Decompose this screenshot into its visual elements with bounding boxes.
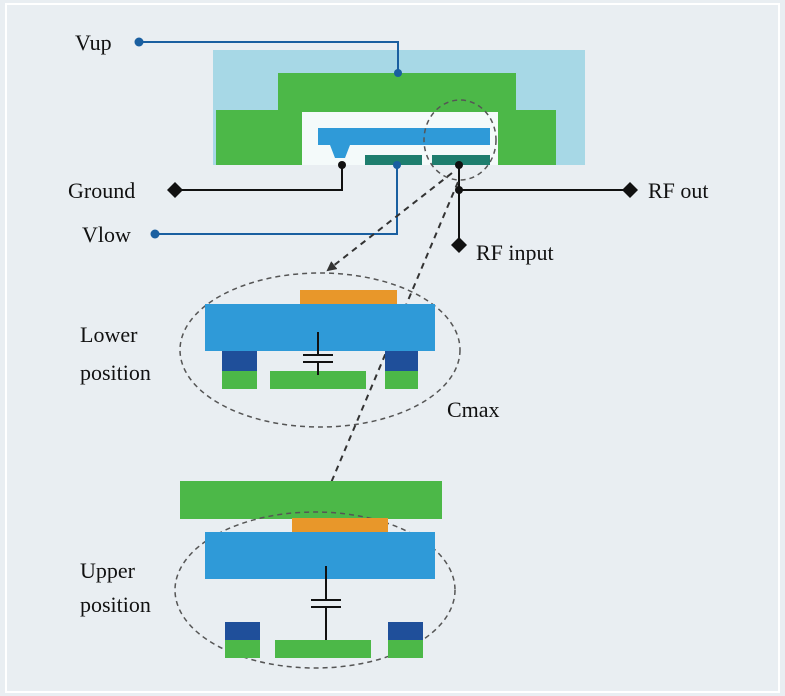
ground-terminal-diamond [167,182,183,198]
lower-bottom-electrode [270,371,366,389]
zoom-circle [423,99,497,181]
upper-left-anchor-top [225,622,260,640]
upper-right-anchor-bottom [388,640,423,658]
ground-junction-dot [338,161,346,169]
cmax-label: Cmax [447,397,500,422]
movable-membrane [318,128,490,158]
vup-terminal-dot [134,37,144,47]
upper-contact-pad [292,518,388,532]
arrow-to-lower-position [326,172,453,272]
lower-right-anchor-bottom [385,371,418,389]
panel-border [5,3,780,693]
upper-top-electrode [180,481,442,519]
upper-position-label-line1: Upper [80,558,136,583]
bottom-electrode-vlow [365,155,422,165]
lower-left-anchor-top [222,351,257,371]
top-electrode-vup [216,73,556,165]
rf-input-terminal-diamond [451,237,467,253]
upper-capacitor-symbol [311,566,341,640]
ground-label: Ground [68,178,135,203]
rf-wires [451,161,638,253]
upper-position-ellipse [174,511,456,669]
upper-left-anchor-bottom [225,640,260,658]
lower-position-label-line1: Lower [80,322,138,347]
vup-label: Vup [75,30,112,55]
rf-out-terminal-diamond [622,182,638,198]
vup-wire [134,37,402,77]
lower-right-anchor-top [385,351,418,371]
vup-junction-dot [394,69,402,77]
lower-capacitor-symbol [303,332,333,375]
lower-position-view [179,272,461,428]
lower-membrane [205,304,435,351]
upper-position-label-line2: position [80,592,151,617]
rf-line-contact [432,155,490,165]
rf-input-label: RF input [476,240,554,265]
upper-membrane [205,532,435,579]
rf-out-label: RF out [648,178,709,203]
vlow-junction-dot [393,161,401,169]
vlow-label: Vlow [82,222,131,247]
upper-bottom-electrode [275,640,371,658]
lower-left-anchor-bottom [222,371,257,389]
ground-wire [167,161,346,198]
upper-position-view [174,481,456,669]
vlow-terminal-dot [150,229,160,239]
lower-contact-pad [300,290,397,304]
upper-right-anchor-top [388,622,423,640]
rf-contact-dot [455,161,463,169]
vlow-wire [150,161,401,239]
rf-junction-dot [455,186,463,194]
lower-position-label-line2: position [80,360,151,385]
lower-position-ellipse [179,272,461,428]
